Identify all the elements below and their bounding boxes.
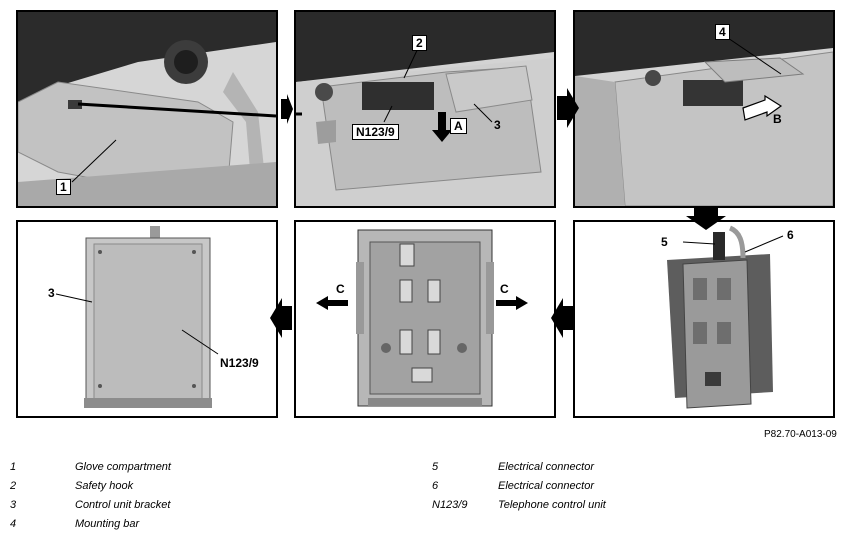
legend-text: Safety hook bbox=[75, 480, 134, 492]
label-3-top: 3 bbox=[494, 118, 501, 132]
illustration-bracket-front bbox=[296, 222, 554, 416]
legend-text: Control unit bracket bbox=[75, 499, 171, 511]
arrow-c-left bbox=[316, 296, 348, 310]
illustration-glove-compartment bbox=[18, 12, 276, 206]
legend-key: 6 bbox=[432, 480, 439, 492]
label-3-bottom: 3 bbox=[48, 286, 55, 300]
arrow-c-right bbox=[496, 296, 528, 310]
callout-1: 1 bbox=[56, 179, 71, 195]
legend-key: 5 bbox=[432, 461, 439, 473]
label-step-a: A bbox=[450, 118, 467, 134]
label-5: 5 bbox=[661, 235, 668, 249]
illustration-mounting-bar bbox=[575, 12, 833, 206]
illustration-bracket-unit bbox=[18, 222, 276, 416]
arrow-right-2-3 bbox=[557, 88, 579, 128]
legend-right: 5 Electrical connector 6 Electrical conn… bbox=[432, 461, 832, 521]
legend-text: Electrical connector bbox=[498, 461, 594, 473]
arrow-left-4-5 bbox=[551, 298, 573, 338]
panel-glove-compartment: 1 bbox=[16, 10, 278, 208]
legend-text: Glove compartment bbox=[75, 461, 171, 473]
panel-mounting-bar: 4 B bbox=[573, 10, 835, 208]
callout-4: 4 bbox=[715, 24, 730, 40]
callout-2: 2 bbox=[412, 35, 427, 51]
label-step-c-right: C bbox=[500, 282, 509, 296]
panel-safety-hook: 2 N123/9 3 A bbox=[294, 10, 556, 208]
legend-text: Telephone control unit bbox=[498, 499, 606, 511]
figure-code: P82.70-A013-09 bbox=[764, 429, 837, 440]
panel-connectors: 5 6 bbox=[573, 220, 835, 418]
legend-key: 2 bbox=[10, 480, 17, 492]
arrow-down-3-4 bbox=[686, 208, 726, 230]
panel-bracket-unit: 3 N123/9 bbox=[16, 220, 278, 418]
label-step-c-left: C bbox=[336, 282, 345, 296]
arrow-left-5-6 bbox=[270, 298, 292, 338]
illustration-connectors bbox=[575, 222, 833, 416]
legend-key: 4 bbox=[10, 518, 17, 530]
label-step-b: B bbox=[773, 112, 782, 126]
legend-left: 1 Glove compartment 2 Safety hook 3 Cont… bbox=[10, 461, 410, 537]
callout-n123-9-top: N123/9 bbox=[352, 124, 399, 140]
arrow-right-1-2 bbox=[281, 94, 293, 124]
panel-bracket-front bbox=[294, 220, 556, 418]
label-n123-9-bottom: N123/9 bbox=[220, 356, 259, 370]
legend-key: N123/9 bbox=[432, 499, 468, 511]
legend-text: Mounting bar bbox=[75, 518, 140, 530]
label-6: 6 bbox=[787, 228, 794, 242]
legend-key: 1 bbox=[10, 461, 17, 473]
legend-key: 3 bbox=[10, 499, 17, 511]
legend-text: Electrical connector bbox=[498, 480, 594, 492]
